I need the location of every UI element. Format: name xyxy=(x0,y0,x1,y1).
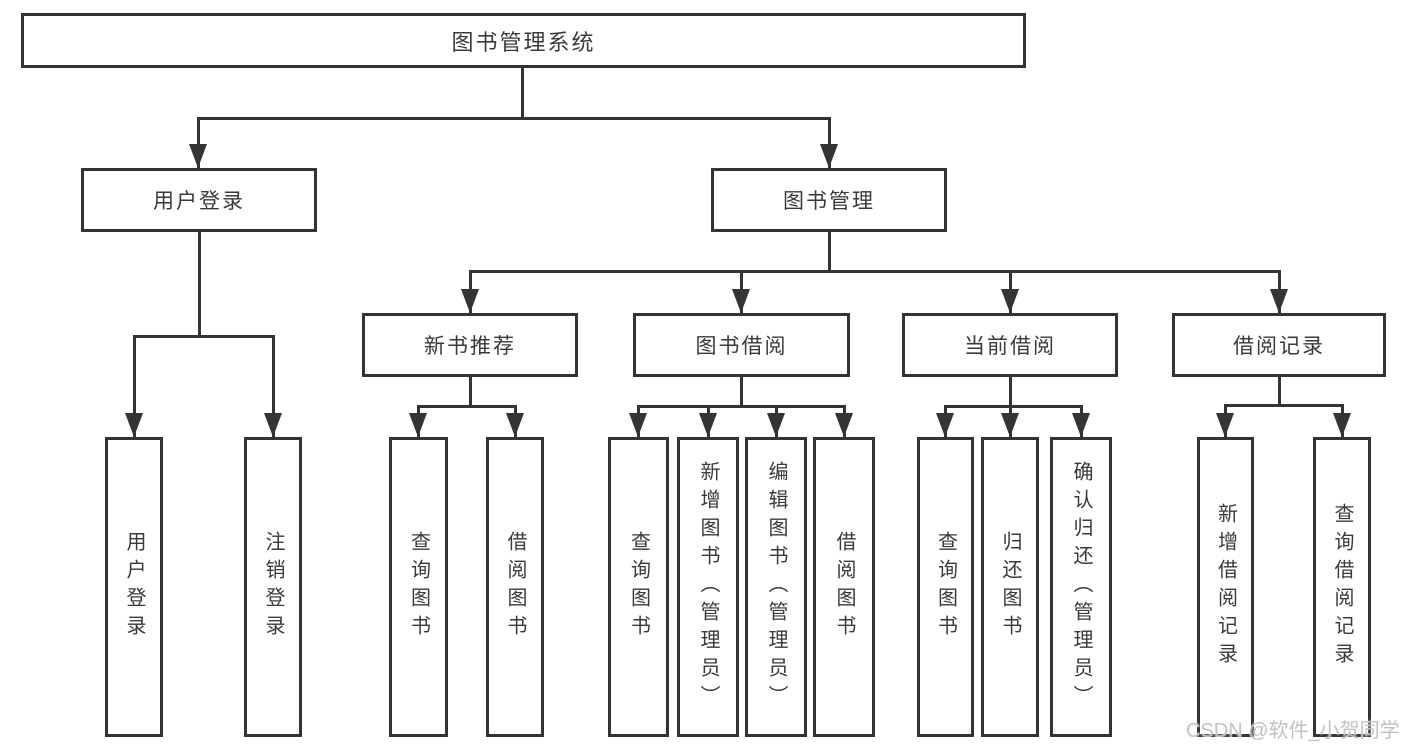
leaf-current-query-books: 查询图书 xyxy=(917,437,974,737)
node-borrowing-records-label: 借阅记录 xyxy=(1233,335,1325,358)
node-book-management-label: 图书管理 xyxy=(783,190,875,213)
arrowhead-down xyxy=(1001,289,1019,313)
connector-line xyxy=(1224,404,1344,407)
node-current-borrowing: 当前借阅 xyxy=(902,313,1118,377)
node-book-management: 图书管理 xyxy=(711,168,947,232)
node-root: 图书管理系统 xyxy=(21,13,1026,68)
leaf-recommend-borrow-books-label: 借阅图书 xyxy=(504,531,526,643)
arrowhead-down xyxy=(409,413,427,437)
leaf-add-borrow-record: 新增借阅记录 xyxy=(1197,437,1254,737)
leaf-logout: 注销登录 xyxy=(244,437,302,737)
node-new-book-recommend-label: 新书推荐 xyxy=(424,335,516,358)
node-user-login: 用户登录 xyxy=(81,168,317,232)
leaf-return-books-label: 归还图书 xyxy=(999,531,1021,643)
leaf-query-borrow-record: 查询借阅记录 xyxy=(1313,437,1371,737)
leaf-add-borrow-record-label: 新增借阅记录 xyxy=(1214,503,1237,671)
node-book-borrowing: 图书借阅 xyxy=(633,313,850,377)
leaf-recommend-query-books: 查询图书 xyxy=(389,437,448,737)
arrowhead-down xyxy=(1333,413,1351,437)
connector-line xyxy=(198,232,201,336)
connector-line xyxy=(197,117,831,120)
arrowhead-down xyxy=(506,413,524,437)
node-root-label: 图书管理系统 xyxy=(451,29,596,55)
leaf-recommend-borrow-books: 借阅图书 xyxy=(486,437,544,737)
arrowhead-down xyxy=(732,289,750,313)
leaf-recommend-query-books-label: 查询图书 xyxy=(407,531,430,643)
connector-line xyxy=(417,405,517,408)
arrowhead-down xyxy=(264,413,282,437)
arrowhead-down xyxy=(125,413,143,437)
arrowhead-down xyxy=(1216,413,1234,437)
leaf-borrowing-query-books-label: 查询图书 xyxy=(627,531,650,643)
arrowhead-down xyxy=(835,413,853,437)
node-user-login-label: 用户登录 xyxy=(153,190,245,213)
leaf-add-book-admin-label: 新增图书（管理员） xyxy=(697,461,719,713)
arrowhead-down xyxy=(189,144,207,168)
leaf-query-borrow-record-label: 查询借阅记录 xyxy=(1331,503,1353,671)
leaf-borrowing-borrow-books: 借阅图书 xyxy=(813,437,875,737)
leaf-edit-book-admin-label: 编辑图书（管理员） xyxy=(765,461,787,713)
arrowhead-down xyxy=(699,413,717,437)
connector-line xyxy=(637,405,846,408)
arrowhead-down xyxy=(461,289,479,313)
arrowhead-down xyxy=(1001,413,1019,437)
connector-line xyxy=(469,377,472,406)
leaf-borrowing-query-books: 查询图书 xyxy=(608,437,669,737)
leaf-confirm-return-admin: 确认归还（管理员） xyxy=(1050,437,1112,737)
leaf-edit-book-admin: 编辑图书（管理员） xyxy=(745,437,807,737)
connector-line xyxy=(944,405,1083,408)
node-current-borrowing-label: 当前借阅 xyxy=(964,335,1056,358)
connector-line xyxy=(521,68,524,119)
connector-line xyxy=(133,335,275,338)
connector-line xyxy=(469,270,1281,273)
arrowhead-down xyxy=(629,413,647,437)
leaf-user-login: 用户登录 xyxy=(105,437,163,737)
node-book-borrowing-label: 图书借阅 xyxy=(695,335,788,358)
leaf-user-login-label: 用户登录 xyxy=(123,531,145,643)
leaf-confirm-return-admin-label: 确认归还（管理员） xyxy=(1070,461,1092,713)
connector-line xyxy=(828,117,831,168)
leaf-current-query-books-label: 查询图书 xyxy=(934,531,957,643)
arrowhead-down xyxy=(820,144,838,168)
csdn-watermark: CSDN @软件_小贺同学 xyxy=(1186,720,1400,742)
leaf-add-book-admin: 新增图书（管理员） xyxy=(677,437,739,737)
connector-line xyxy=(740,377,743,406)
leaf-logout-label: 注销登录 xyxy=(262,531,284,643)
connector-line xyxy=(197,117,200,168)
connector-line xyxy=(1009,377,1012,406)
arrowhead-down xyxy=(936,413,954,437)
connector-line xyxy=(133,335,136,437)
arrowhead-down xyxy=(1270,289,1288,313)
node-borrowing-records: 借阅记录 xyxy=(1172,313,1386,377)
connector-line xyxy=(272,335,275,437)
arrowhead-down xyxy=(1072,413,1090,437)
arrowhead-down xyxy=(767,413,785,437)
leaf-borrowing-borrow-books-label: 借阅图书 xyxy=(833,531,855,643)
node-new-book-recommend: 新书推荐 xyxy=(362,313,578,377)
connector-line xyxy=(828,232,831,271)
leaf-return-books: 归还图书 xyxy=(981,437,1039,737)
connector-line xyxy=(1278,377,1281,406)
